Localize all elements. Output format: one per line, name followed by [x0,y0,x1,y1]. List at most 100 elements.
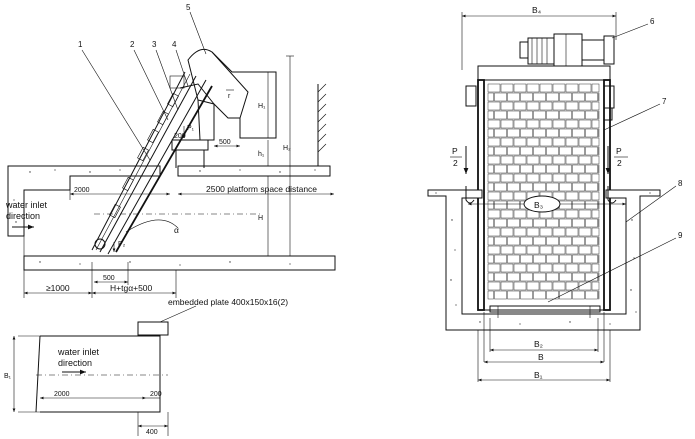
mesh-cell [500,227,514,237]
mesh-cell [572,164,585,174]
mesh-cell [533,128,546,138]
callout-leaders-side [81,11,207,161]
mesh-cell [565,137,579,147]
mesh-cell [585,218,598,228]
mesh-cell [533,164,546,174]
mesh-cell [565,101,579,111]
mesh-cell [533,110,546,120]
mesh-cell [578,173,592,183]
mesh-cell [487,245,501,255]
mesh-cell [494,236,507,246]
dim-500-top: 500 [219,139,231,146]
mesh-cell [526,137,540,147]
dim-label-H2: H₂ [283,145,291,152]
mesh-cell [487,191,501,201]
mesh-cell [585,200,598,210]
mesh-cell [487,209,501,219]
callout-4: 4 [172,40,177,49]
mesh-cell [552,101,566,111]
mesh-cell [565,209,579,219]
mesh-cell [585,128,598,138]
mesh-cell [513,119,527,129]
mesh-cell [520,128,533,138]
mesh-cell [526,155,540,165]
mesh-cell [520,218,533,228]
mesh-cell [526,245,540,255]
mesh-cell [578,227,592,237]
mesh-cell [507,182,520,192]
mesh-cell [487,101,501,111]
mesh-cell [559,272,572,282]
mesh-cell [578,101,592,111]
mesh-cell [546,128,559,138]
mesh-cell [591,119,600,129]
mesh-cell [500,137,514,147]
mesh-cell [565,281,579,291]
mesh-cell [507,218,520,228]
mesh-cell [494,200,507,210]
mesh-cell [520,92,533,102]
mesh-cell [533,236,546,246]
mesh-cell [526,101,540,111]
mesh-cell [526,227,540,237]
mesh-cell [598,92,600,102]
force-label-p1: P₁ [187,125,195,132]
dim-label-B: B [538,352,544,362]
mesh-cell [500,119,514,129]
mesh-cell [565,245,579,255]
mesh-cell [533,218,546,228]
mesh-cell [572,92,585,102]
dim-label-B4: B₄ [532,5,542,15]
mesh-cell [578,155,592,165]
mesh-cell [487,218,494,228]
mesh-cell [546,146,559,156]
mesh-cell [513,263,527,273]
mesh-cell [585,236,598,246]
mesh-cell [539,263,553,273]
mesh-cell [585,110,598,120]
mesh-cell [487,227,501,237]
mesh-cell [487,272,494,282]
mesh-cell [513,101,527,111]
mesh-cell [520,236,533,246]
mesh-cell [591,101,600,111]
mesh-cell [533,272,546,282]
mesh-cell [565,173,579,183]
mesh-cell [500,209,514,219]
side-dim-2000: 2000 [74,187,90,194]
mesh-cell [533,182,546,192]
mesh-cell [591,191,600,201]
plan-water-inlet-line1: water inlet [57,347,100,357]
mesh-cell [539,245,553,255]
mesh-cell [487,146,494,156]
mesh-cell [598,182,600,192]
mesh-cell [500,173,514,183]
mesh-cell [494,92,507,102]
mesh-cell [585,164,598,174]
mesh-cell [520,110,533,120]
mesh-cell [546,236,559,246]
mesh-cell [487,92,494,102]
mesh-cell [487,164,494,174]
mesh-cell [559,182,572,192]
mesh-cell [572,290,585,300]
mesh-cell [487,155,501,165]
side-dim-ge1000: ≥1000 [46,283,70,293]
mesh-cell [572,200,585,210]
mesh-cell [578,191,592,201]
mesh-cell [526,173,540,183]
plan-view: embedded plate 400x150x16(2) B₁ water in… [4,297,288,436]
mesh-cell [487,110,494,120]
mesh-cell [578,209,592,219]
mesh-cell [513,209,527,219]
callout-8: 8 [678,179,683,188]
mesh-cell [578,263,592,273]
mesh-cell [598,290,600,300]
mesh-cell [494,128,507,138]
mesh-cell [559,236,572,246]
mesh-cell [487,236,494,246]
dim-label-H1: H₁ [258,103,266,110]
mesh-cell [572,146,585,156]
mesh-cell [500,245,514,255]
mesh-cell [494,254,507,264]
